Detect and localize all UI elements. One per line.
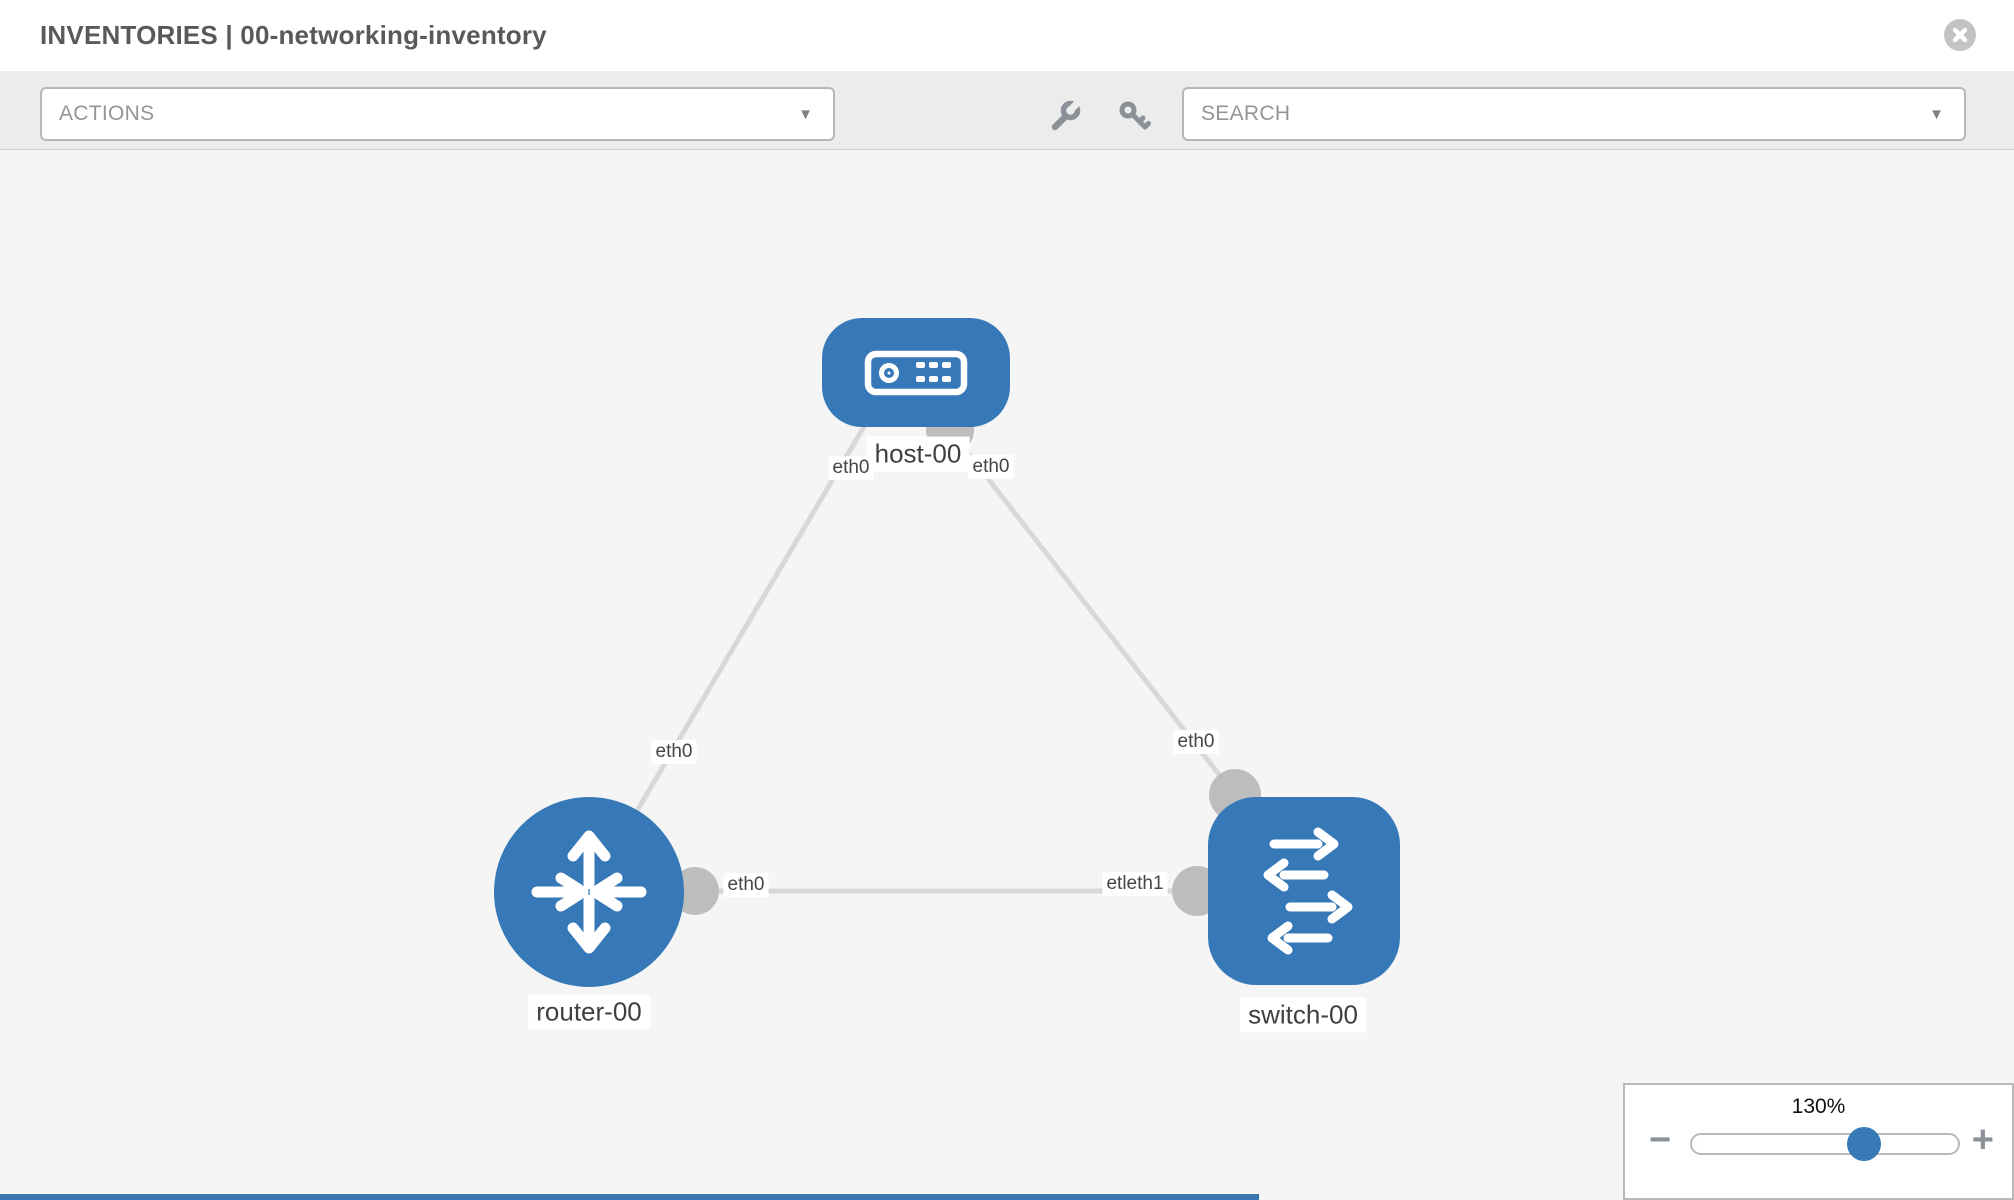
- zoom-slider[interactable]: [1690, 1127, 1960, 1161]
- port-label-switch-diag-eth0: eth0: [1173, 730, 1219, 754]
- switch-icon: [1263, 827, 1353, 955]
- close-button[interactable]: [1944, 19, 1976, 51]
- zoom-panel: 130% − +: [1623, 1083, 2014, 1200]
- node-router-00[interactable]: [494, 797, 684, 987]
- node-host-00[interactable]: [822, 318, 1010, 427]
- zoom-out-button[interactable]: −: [1649, 1119, 1672, 1161]
- node-label-host-00: host-00: [866, 436, 970, 472]
- node-label-router-00: router-00: [528, 994, 650, 1030]
- zoom-in-button[interactable]: +: [1971, 1119, 1994, 1161]
- toolbar: ACTIONS ▼ SEARCH ▼: [0, 71, 2014, 150]
- host-icon: [864, 350, 968, 396]
- header-bar: INVENTORIES | 00-networking-inventory: [0, 0, 2014, 71]
- port-label-host-right-eth0: eth0: [968, 455, 1014, 479]
- key-icon: [1119, 101, 1151, 130]
- node-label-switch-00: switch-00: [1240, 997, 1366, 1033]
- topology-links: [586, 423, 1237, 894]
- bottom-accent-bar: [0, 1194, 1259, 1200]
- zoom-value: 130%: [1791, 1095, 1846, 1118]
- page-title: INVENTORIES | 00-networking-inventory: [40, 20, 547, 50]
- topology-canvas[interactable]: host-00 router-00 switch-00 eth0 eth0 et…: [0, 150, 2014, 1200]
- wrench-icon: [1051, 99, 1082, 131]
- port-label-router-diag-eth0: eth0: [651, 740, 697, 764]
- close-icon: [1952, 27, 1968, 43]
- actions-dropdown[interactable]: ACTIONS ▼: [40, 87, 835, 141]
- node-switch-00[interactable]: [1208, 797, 1400, 985]
- key-button[interactable]: [1117, 99, 1151, 133]
- wrench-button[interactable]: [1048, 99, 1082, 133]
- port-label-host-left-eth0: eth0: [828, 456, 874, 480]
- actions-dropdown-label: ACTIONS: [59, 102, 155, 125]
- chevron-down-icon: ▼: [798, 105, 813, 123]
- zoom-slider-thumb[interactable]: [1847, 1127, 1881, 1161]
- port-label-router-eth0: eth0: [723, 873, 769, 897]
- chevron-down-icon: ▼: [1929, 105, 1944, 123]
- search-dropdown-label: SEARCH: [1201, 102, 1291, 125]
- router-icon: [531, 830, 647, 954]
- search-dropdown[interactable]: SEARCH ▼: [1182, 87, 1966, 141]
- port-label-switch-eth1: etleth1: [1102, 872, 1168, 896]
- interface-ports: [671, 406, 1261, 916]
